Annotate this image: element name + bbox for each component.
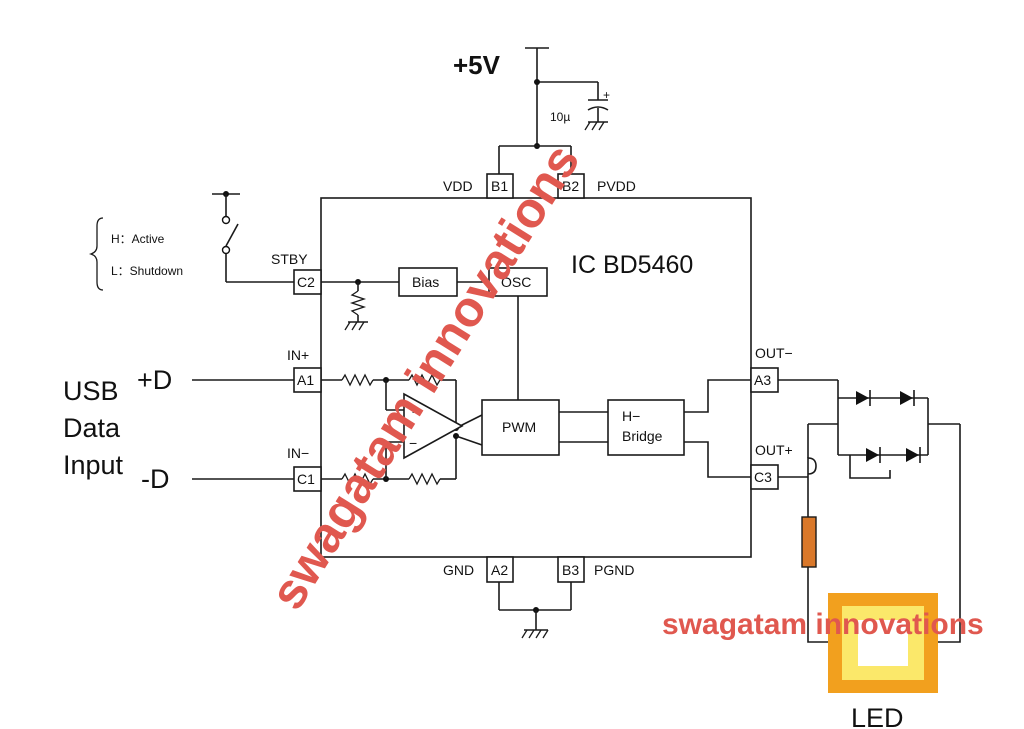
diode-3: [866, 447, 881, 463]
pwm-label: PWM: [502, 419, 536, 435]
diode-4: [906, 447, 921, 463]
pin-b2-id: B2: [562, 178, 579, 194]
pin-a1-label: IN+: [287, 347, 309, 363]
input-resistor-network: [192, 373, 483, 486]
pin-c2-id: C2: [297, 274, 315, 290]
usb-label-line1: USB: [63, 376, 119, 406]
mode-brace: [88, 217, 104, 291]
series-resistor: [801, 516, 817, 568]
pwm-block: [481, 399, 560, 456]
pin-b3-id: B3: [562, 562, 579, 578]
pin-c2-label: STBY: [271, 251, 308, 267]
diode-bridge: [807, 392, 960, 479]
pin-a3-id: A3: [754, 372, 771, 388]
ic-body: [320, 197, 752, 558]
mode-shutdown-label: L：Shutdown: [111, 264, 183, 278]
data-minus-label: -D: [141, 464, 170, 494]
ic-name: IC BD5460: [571, 251, 693, 279]
supply-capacitor: [584, 99, 609, 131]
capacitor-polarity-label: +: [603, 88, 610, 102]
pin-b1-id: B1: [491, 178, 508, 194]
supply-voltage-label: +5V: [453, 50, 501, 80]
opamp-symbol: [403, 392, 464, 460]
usb-label-line2: Data: [63, 413, 121, 443]
pin-b3-label: PGND: [594, 562, 634, 578]
pin-a2: [486, 556, 514, 583]
osc-label: OSC: [501, 274, 531, 290]
pin-c1-id: C1: [297, 471, 315, 487]
hbridge-label-line1: H−: [622, 408, 640, 424]
pin-b1: [486, 173, 514, 199]
stby-internal: [321, 279, 489, 331]
pin-c1-label: IN−: [287, 445, 309, 461]
mode-active-label: H：Active: [111, 232, 165, 246]
pin-a2-id: A2: [491, 562, 508, 578]
pin-c3-label: OUT+: [755, 442, 793, 458]
opamp-minus-label: −: [409, 435, 417, 451]
usb-label-line3: Input: [63, 450, 124, 480]
pin-c3-id: C3: [754, 469, 772, 485]
pin-a3-label: OUT−: [755, 345, 793, 361]
hbridge-label-line2: Bridge: [622, 428, 663, 444]
hbridge-block: [607, 399, 685, 456]
pin-a1: [293, 367, 322, 393]
pin-b2-label: PVDD: [597, 178, 636, 194]
pin-a1-id: A1: [297, 372, 314, 388]
opamp-plus-label: +: [409, 401, 417, 417]
led-inner: [858, 620, 908, 666]
output-wiring: [778, 379, 839, 478]
supply-rail: [498, 47, 599, 174]
resistor-to-led-wire: [807, 567, 828, 643]
bias-block: [398, 267, 458, 297]
data-plus-label: +D: [137, 365, 172, 395]
led-label: LED: [851, 703, 904, 729]
standby-switch: [212, 191, 294, 283]
ground-symbol: [498, 582, 572, 639]
hbridge-output-wires: [684, 379, 751, 478]
pin-b1-label: VDD: [443, 178, 473, 194]
watermark-bottom: swagatam innovations: [662, 608, 984, 641]
pin-b2: [557, 173, 585, 199]
pin-a2-label: GND: [443, 562, 474, 578]
diode-2: [900, 390, 915, 406]
bias-label: Bias: [412, 274, 439, 290]
led-return-wire: [938, 424, 961, 643]
diode-1: [856, 390, 871, 406]
capacitor-value-label: 10µ: [550, 110, 570, 124]
pwm-hbridge-wires: [559, 411, 608, 443]
